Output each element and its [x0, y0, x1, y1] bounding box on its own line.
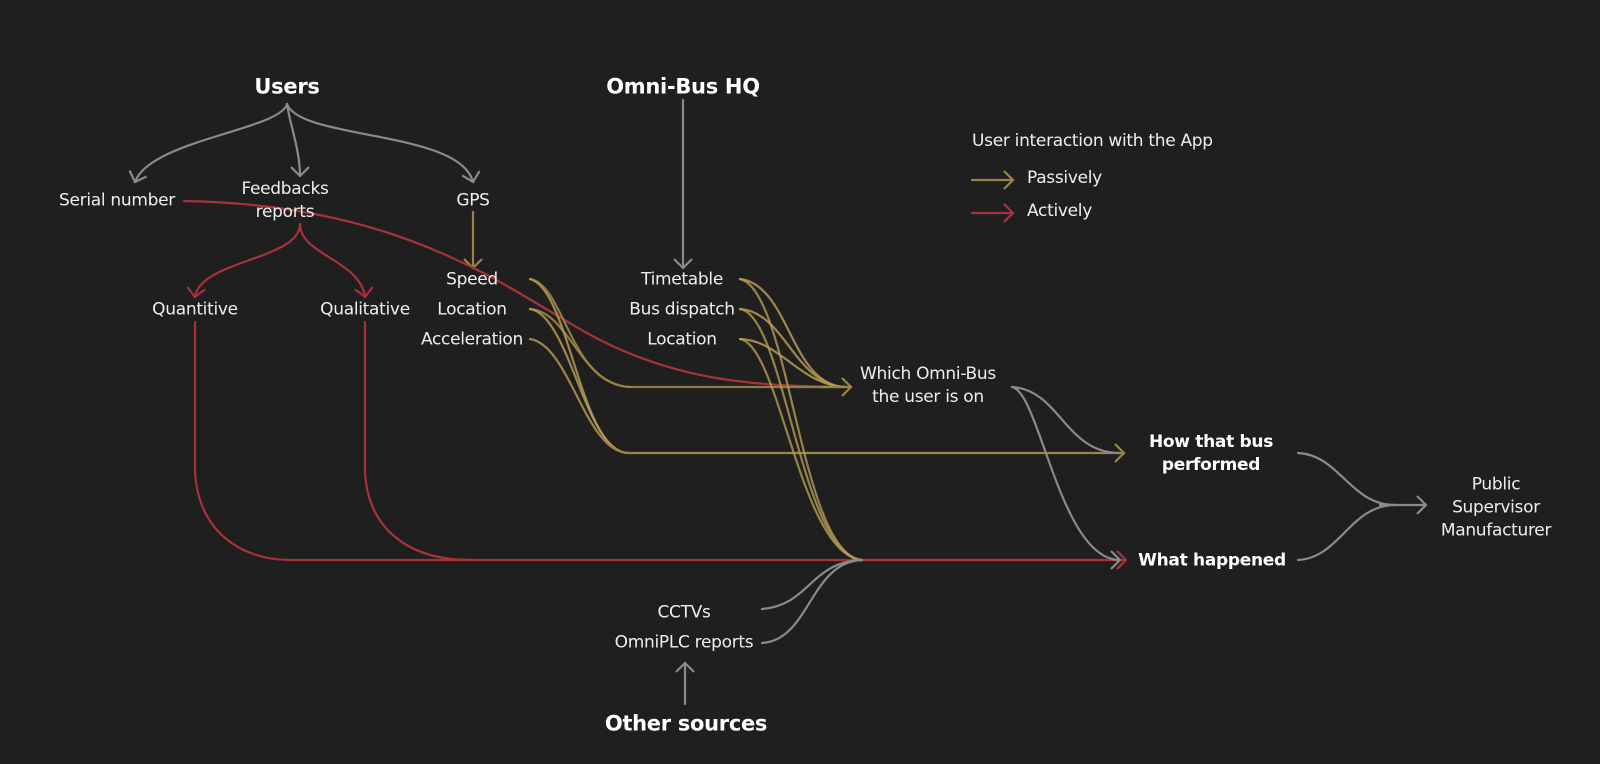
- edge-hqlocation-happened: [738, 337, 864, 562]
- edge-happened-audience: [1296, 503, 1397, 562]
- legend-active-label: Actively: [1027, 201, 1092, 221]
- node-what-happened: What happened: [1138, 550, 1286, 571]
- node-gps-location: Location: [437, 299, 507, 320]
- node-timetable: Timetable: [641, 269, 723, 290]
- edge-timetable-which: [738, 277, 847, 389]
- edge-performed-audience: [1296, 451, 1397, 507]
- node-audience: Public Supervisor Manufacturer: [1440, 474, 1552, 541]
- node-serial-number: Serial number: [59, 190, 175, 211]
- node-qualitative: Qualitative: [320, 299, 410, 320]
- node-speed: Speed: [446, 269, 498, 290]
- edge-timetable-happened: [738, 277, 864, 562]
- edge-speed-performed: [528, 277, 630, 455]
- edge-serial-which: [182, 199, 847, 389]
- node-acceleration: Acceleration: [420, 329, 524, 350]
- edge-feedback-qualitative: [298, 222, 374, 299]
- node-which-omnibus: Which Omni-Bus the user is on: [860, 364, 996, 407]
- edge-cctv-happened: [760, 558, 864, 611]
- edge-users-feedback: [285, 102, 310, 178]
- edge-qualitative-happened: [363, 320, 472, 562]
- edge-acceleration-performed: [528, 337, 1126, 463]
- node-omniplc-reports: OmniPLC reports: [614, 632, 754, 653]
- node-cctvs: CCTVs: [657, 602, 711, 623]
- node-feedback-reports: Feedbacks reports: [241, 179, 329, 222]
- node-omnibus-hq: Omni-Bus HQ: [606, 74, 760, 99]
- edge-omniplc-happened: [760, 558, 864, 645]
- edge-quantitive-happened: [193, 320, 1122, 562]
- edge-location-which: [528, 307, 632, 389]
- node-hq-location: Location: [647, 329, 717, 350]
- legend-title: User interaction with the App: [972, 131, 1213, 151]
- edge-users-serial: [128, 102, 289, 184]
- node-users: Users: [254, 74, 320, 99]
- node-gps: GPS: [456, 190, 490, 211]
- node-other-sources: Other sources: [604, 711, 768, 736]
- edge-feedback-quantitive: [186, 222, 302, 299]
- edge-location-performed: [528, 307, 630, 455]
- legend-passive-label: Passively: [1027, 168, 1102, 188]
- edge-which-performed: [1010, 385, 1122, 455]
- edge-dispatch-happened: [738, 307, 864, 562]
- edge-users-gps: [285, 102, 481, 184]
- node-how-bus-performed: How that bus performed: [1148, 432, 1274, 475]
- edge-which-happened: [1010, 385, 1122, 570]
- node-bus-dispatch: Bus dispatch: [629, 299, 735, 320]
- node-quantitive: Quantitive: [152, 299, 238, 320]
- edge-hqlocation-which: [738, 337, 847, 389]
